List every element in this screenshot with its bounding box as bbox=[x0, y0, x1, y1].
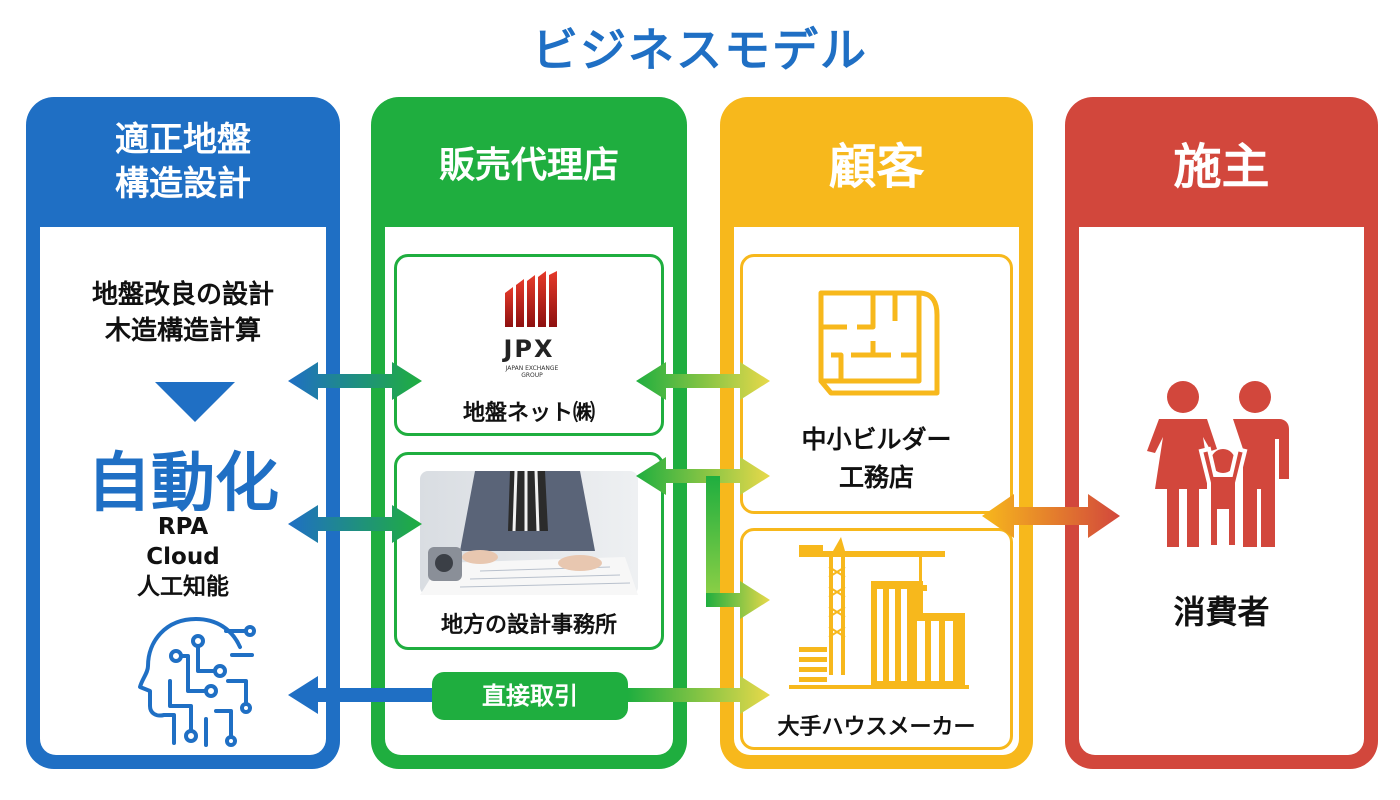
header-line-2: 構造設計 bbox=[115, 164, 251, 204]
house-maker-card: 大手ハウスメーカー bbox=[740, 528, 1013, 750]
jpx-logo-icon bbox=[505, 271, 557, 327]
column-agency-header: 販売代理店 bbox=[438, 145, 619, 186]
column-owner-body: 消費者 bbox=[1079, 227, 1364, 755]
column-owner: 施主 消費者 bbox=[1065, 97, 1378, 769]
office-photo-image bbox=[420, 471, 638, 595]
floor-plan-icon bbox=[818, 290, 940, 396]
column-design-header: 適正地盤 構造設計 bbox=[26, 97, 340, 227]
column-design: 適正地盤 構造設計 地盤改良の設計 木造構造計算 自動化 RPA Cloud 人… bbox=[26, 97, 340, 769]
desc-line-1: 地盤改良の設計 bbox=[91, 280, 274, 310]
down-triangle-icon bbox=[155, 382, 235, 422]
builder-line-2: 工務店 bbox=[838, 463, 914, 492]
column-owner-header: 施主 bbox=[1173, 139, 1270, 195]
builder-label: 中小ビルダー 工務店 bbox=[743, 421, 1010, 497]
jpx-logo-subtext: JAPAN EXCHANGE GROUP bbox=[505, 365, 559, 379]
company-name: 地盤ネット㈱ bbox=[462, 401, 595, 426]
arrow-design-to-jpx bbox=[288, 362, 422, 400]
arrow-design-to-office bbox=[288, 505, 422, 543]
house-maker-label: 大手ハウスメーカー bbox=[777, 715, 976, 740]
arrow-direct-trade bbox=[288, 676, 770, 714]
arrow-office-to-maker bbox=[706, 476, 770, 619]
tech-cloud: Cloud bbox=[146, 544, 220, 570]
builder-line-1: 中小ビルダー bbox=[801, 425, 952, 454]
header-line-1: 適正地盤 bbox=[115, 120, 251, 160]
desc-line-2: 木造構造計算 bbox=[104, 316, 261, 346]
jpx-logo-text: JPX bbox=[503, 335, 555, 363]
automation-label: 自動化 bbox=[87, 447, 279, 521]
arrow-customer-to-owner bbox=[982, 494, 1120, 538]
design-office-card: 地方の設計事務所 bbox=[394, 452, 664, 650]
design-office-name: 地方の設計事務所 bbox=[440, 613, 617, 638]
arrow-jpx-to-builder bbox=[636, 362, 770, 400]
ai-brain-icon bbox=[138, 617, 256, 747]
design-description: 地盤改良の設計 木造構造計算 bbox=[40, 277, 326, 349]
column-design-body: 地盤改良の設計 木造構造計算 自動化 RPA Cloud 人工知能 bbox=[40, 227, 326, 755]
direct-trade-badge: 直接取引 bbox=[432, 672, 628, 720]
consumer-label: 消費者 bbox=[1173, 593, 1270, 631]
page-title: ビジネスモデル bbox=[532, 23, 868, 77]
column-customer-header: 顧客 bbox=[828, 139, 925, 195]
tech-ai: 人工知能 bbox=[137, 574, 229, 600]
construction-building-icon bbox=[789, 537, 969, 689]
tech-list: RPA Cloud 人工知能 bbox=[40, 512, 326, 602]
tech-rpa: RPA bbox=[157, 514, 209, 540]
arrow-office-to-builder bbox=[636, 457, 770, 495]
jpx-company-card: JPX JAPAN EXCHANGE GROUP 地盤ネット㈱ bbox=[394, 254, 664, 436]
family-icon bbox=[1147, 381, 1289, 549]
builder-card: 中小ビルダー 工務店 bbox=[740, 254, 1013, 514]
